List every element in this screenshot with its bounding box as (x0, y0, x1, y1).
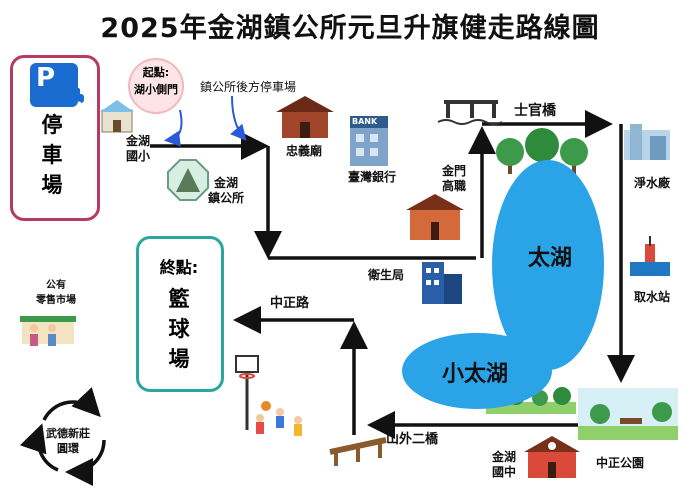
finish-point-label: 籃 球 場 (136, 284, 222, 374)
pointer-arrow-rear-parking (230, 95, 247, 142)
start-point-label: 起點: 湖小側門 (128, 64, 184, 98)
market-stall-icon (20, 316, 76, 346)
label-town-office: 金湖 鎮公所 (208, 176, 244, 206)
label-zhongzheng-road: 中正路 (270, 296, 310, 311)
label-jinmen-vocational: 金門 高職 (442, 164, 466, 194)
label-jinhu-junior-2: 國中 (492, 465, 517, 479)
players-icon (256, 408, 302, 436)
finish-point-box (136, 236, 224, 392)
small-tai-lake (402, 333, 552, 409)
label-roundabout-1: 武德新莊 (46, 427, 90, 440)
label-roundabout-2: 圓環 (57, 442, 79, 455)
map-title: 2025年金湖鎮公所元旦升旗健走路線圖 (100, 13, 600, 44)
label-taiwan-bank: 臺灣銀行 (348, 170, 397, 184)
label-town-office-1: 金湖 (214, 176, 239, 190)
start-point-bubble (128, 58, 184, 114)
label-health-bureau: 衛生局 (368, 268, 405, 282)
label-zhongzheng-park: 中正公園 (596, 456, 645, 470)
water-plant-icon (624, 124, 670, 160)
label-jinhu-elementary-2: 國小 (126, 149, 151, 163)
parking-letter: P (36, 63, 56, 93)
tai-lake (492, 160, 604, 370)
label-jinmen-vocational-2: 高職 (442, 179, 467, 193)
label-shanwai-bridge: 山外二橋 (386, 432, 439, 447)
junior-high-icon (524, 436, 580, 478)
tai-lake-label: 太湖 (527, 246, 572, 271)
label-public-market-2: 零售市場 (36, 295, 76, 306)
label-roundabout: 武德新莊 圓環 (46, 426, 90, 456)
label-jinhu-junior: 金湖 國中 (492, 450, 516, 480)
bridge-icon-shanwai (329, 437, 387, 466)
label-jinhu-junior-1: 金湖 (492, 450, 517, 464)
bank-icon (350, 116, 388, 166)
bank-sign-text: BANK (352, 117, 378, 126)
start-line-1: 起點: (142, 66, 170, 79)
label-jinmen-vocational-1: 金門 (442, 164, 467, 178)
label-intake-station: 取水站 (634, 290, 671, 304)
small-tai-lake-label: 小太湖 (441, 362, 508, 387)
label-jinhu-elementary: 金湖 國小 (126, 134, 150, 164)
health-bureau-icon (422, 262, 462, 304)
finish-char-2: 球 (168, 317, 190, 341)
roundabout-icon (19, 387, 106, 486)
parking-char-2: 車 (41, 143, 63, 167)
bridge-icon-shiguan (437, 100, 503, 125)
temple-icon (276, 96, 334, 138)
finish-point-title: 終點: (159, 258, 199, 277)
parking-char-1: 停 (41, 113, 63, 137)
vocational-school-icon (406, 194, 464, 240)
school-building-icon (100, 100, 134, 133)
label-town-office-2: 鎮公所 (208, 191, 245, 205)
route-arrows (150, 110, 635, 439)
parking-sign-icon: P (30, 63, 78, 107)
label-public-market-1: 公有 (46, 280, 66, 291)
label-rear-parking: 鎮公所後方停車場 (200, 80, 297, 94)
label-jinhu-elementary-1: 金湖 (126, 134, 151, 148)
label-public-market: 公有 零售市場 (36, 278, 76, 308)
finish-char-1: 籃 (168, 287, 190, 311)
park-icon (578, 388, 678, 440)
label-water-plant: 淨水廠 (634, 176, 671, 190)
start-line-2: 湖小側門 (134, 83, 178, 96)
finish-char-3: 場 (168, 347, 190, 371)
parking-label: 停 車 場 (10, 110, 94, 200)
parking-char-3: 場 (41, 173, 63, 197)
parking-lot-box (10, 55, 100, 221)
town-office-icon (167, 159, 209, 201)
label-zhongyi-temple: 忠義廟 (286, 144, 323, 158)
pointer-arrow-start (164, 109, 183, 147)
basketball-hoop-icon (235, 355, 271, 430)
intake-station-icon (630, 236, 670, 276)
label-shiguan-bridge: 士官橋 (514, 103, 556, 119)
